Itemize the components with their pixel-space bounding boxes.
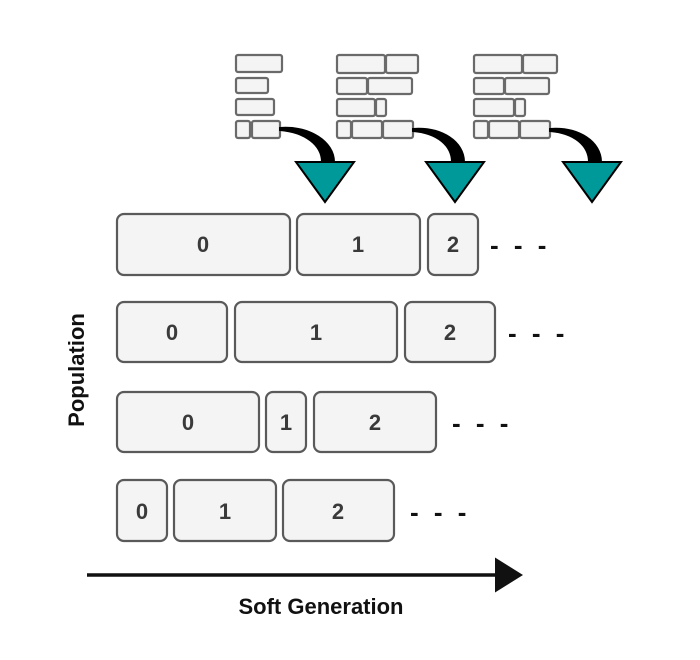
population-row-2: 0 1 2 - - -: [115, 390, 512, 454]
segment-label: 2: [444, 320, 456, 345]
segment-box: [403, 300, 497, 364]
brick-stack-1: [335, 53, 420, 140]
segment-label: 2: [332, 499, 344, 524]
segment-label: 0: [136, 499, 148, 524]
segment-label: 2: [369, 410, 381, 435]
segment-box: [115, 212, 292, 277]
segment-label: 1: [352, 232, 364, 257]
segment-label: 1: [280, 410, 292, 435]
segment-label: 1: [219, 499, 231, 524]
continuation-dots: - - -: [490, 230, 550, 260]
segment-box: [233, 300, 399, 364]
population-row-0: 0 1 2 - - -: [115, 212, 550, 277]
segment-label: 2: [447, 232, 459, 257]
segment-box: [426, 212, 480, 277]
x-axis-label: Soft Generation: [238, 594, 403, 619]
segment-box: [115, 390, 261, 454]
continuation-dots: - - -: [452, 408, 512, 438]
curved-arrow-icon-1: [412, 127, 486, 204]
segment-box: [312, 390, 438, 454]
segment-label: 0: [197, 232, 209, 257]
population-row-3: 0 1 2 - - -: [115, 478, 470, 543]
y-axis-label: Population: [64, 313, 89, 427]
curved-arrow-icon-2: [549, 127, 623, 204]
segment-label: 1: [310, 320, 322, 345]
continuation-dots: - - -: [410, 497, 470, 527]
population-row-1: 0 1 2 - - -: [115, 300, 568, 364]
segment-box: [295, 212, 422, 277]
segment-label: 0: [182, 410, 194, 435]
segment-label: 0: [166, 320, 178, 345]
segment-box: [115, 478, 169, 543]
segment-box: [115, 300, 229, 364]
segment-box: [172, 478, 278, 543]
segment-box: [264, 390, 308, 454]
segment-box: [281, 478, 396, 543]
curved-arrow-icon-0: [279, 126, 356, 204]
brick-stack-2: [472, 53, 559, 140]
brick-stack-0: [234, 53, 284, 140]
continuation-dots: - - -: [508, 318, 568, 348]
